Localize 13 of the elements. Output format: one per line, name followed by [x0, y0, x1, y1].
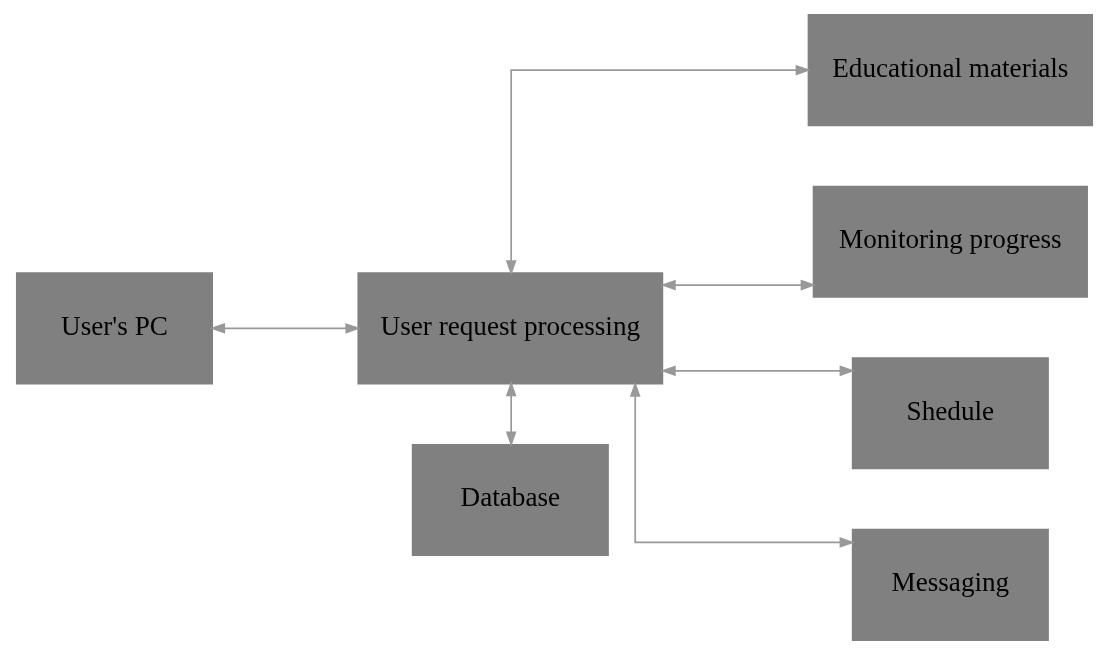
arrow: [505, 64, 811, 276]
node-box: Educational materials: [807, 14, 1093, 127]
node-box: Monitoring progress: [812, 185, 1088, 298]
node-box: User request processing: [356, 272, 663, 385]
node-box: Shedule: [851, 357, 1049, 470]
arrow: [629, 381, 855, 548]
arrow: [505, 381, 517, 447]
node-box: Messaging: [851, 528, 1049, 641]
node-box: Database: [411, 443, 609, 556]
arrow: [209, 323, 361, 334]
node-box: User's PC: [15, 272, 213, 385]
arrow: [659, 365, 855, 377]
arrow: [659, 279, 816, 291]
